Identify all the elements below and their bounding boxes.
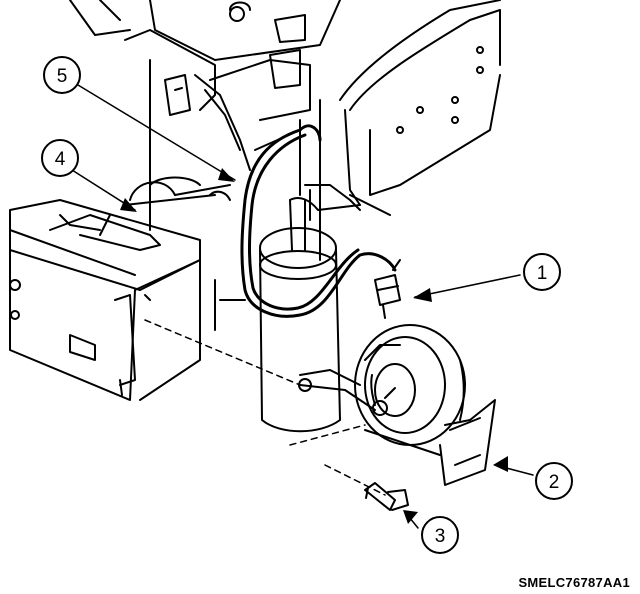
fender-panel bbox=[339, 0, 501, 206]
wiring-harness bbox=[240, 124, 397, 318]
alignment-lines bbox=[144, 319, 386, 496]
callout-4: 4 bbox=[41, 139, 79, 177]
callout-1-label: 1 bbox=[537, 263, 548, 284]
callout-3: 3 bbox=[421, 516, 459, 554]
callout-2-label: 2 bbox=[549, 472, 560, 493]
callout-2: 2 bbox=[535, 462, 573, 500]
horn-assembly bbox=[298, 324, 496, 486]
body-structure bbox=[69, 0, 341, 261]
callout-5: 5 bbox=[43, 56, 81, 94]
callout-4-label: 4 bbox=[55, 149, 66, 170]
callout-3-label: 3 bbox=[435, 526, 446, 547]
horn-connector bbox=[374, 259, 401, 319]
frame-rail bbox=[9, 199, 246, 401]
horn-bolt bbox=[364, 482, 409, 511]
crossmember-tube bbox=[124, 176, 231, 206]
callout-1: 1 bbox=[523, 253, 561, 291]
reference-code: SMELC76787AA1 bbox=[518, 575, 630, 590]
canister-cylinder bbox=[259, 197, 361, 433]
arrowheads bbox=[120, 168, 508, 524]
callout-5-label: 5 bbox=[57, 66, 68, 87]
